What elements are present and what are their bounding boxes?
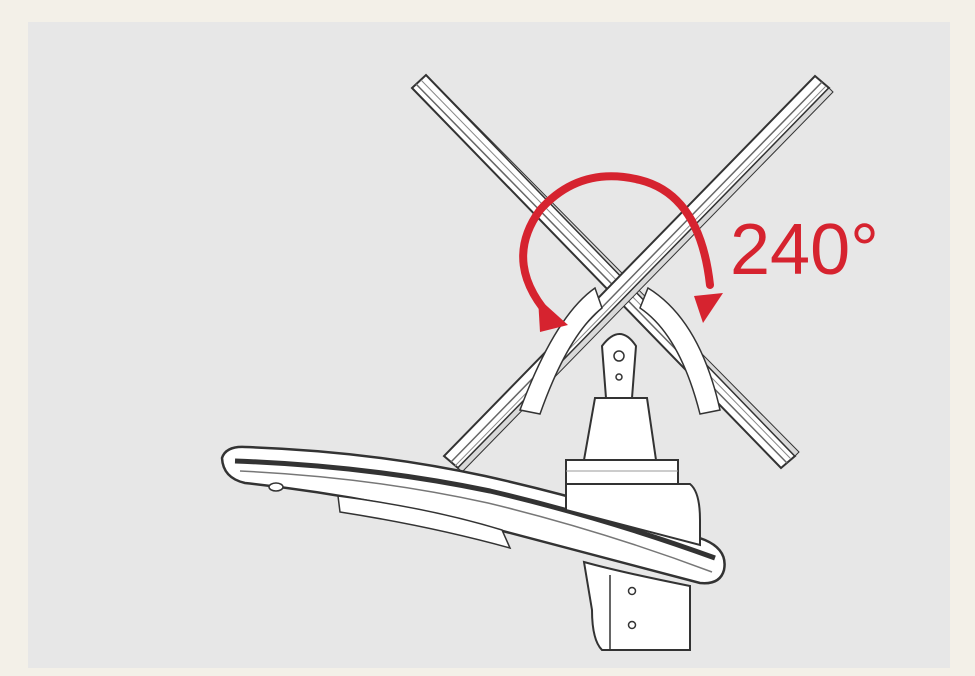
pole-clamp [582,560,691,651]
rotation-arc-arrow-icon [519,172,723,332]
rotation-angle-label: 240° [730,210,879,290]
street-light-body [220,445,726,585]
mount-bracket [518,286,721,485]
